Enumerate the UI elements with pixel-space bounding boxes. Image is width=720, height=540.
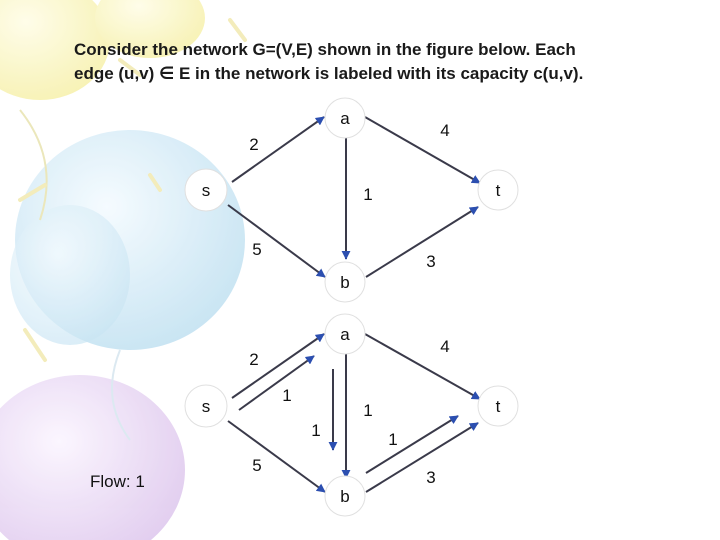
node-s: s xyxy=(184,168,228,212)
capacity-label-b-t: 3 xyxy=(426,252,435,271)
node-t: t xyxy=(477,169,519,211)
node-label: a xyxy=(340,109,350,128)
flow-value-s-a: 1 xyxy=(282,386,291,405)
flow-value-label: Flow: 1 xyxy=(90,472,145,491)
capacity-label-a-b: 1 xyxy=(363,185,372,204)
node-label: b xyxy=(340,487,349,506)
capacity-label-a-t: 4 xyxy=(440,337,449,356)
capacity-label-s-b: 5 xyxy=(252,240,261,259)
edge-b-t xyxy=(365,422,479,493)
capacity-label-a-b: 1 xyxy=(363,401,372,420)
problem-statement-line: edge (u,v) ∈ E in the network is labeled… xyxy=(74,64,584,83)
node-label: t xyxy=(496,181,501,200)
capacity-label-b-t: 3 xyxy=(426,468,435,487)
node-label: s xyxy=(202,181,211,200)
node-b: b xyxy=(324,261,366,303)
flow-graph: a s t b 2 4 1 5 3 1 1 1 xyxy=(184,313,519,517)
node-a: a xyxy=(324,313,366,355)
edge-a-t xyxy=(364,333,481,400)
edge-s-a xyxy=(231,116,325,183)
edge-b-t xyxy=(365,206,479,278)
flow-arrow-s-a xyxy=(238,355,315,411)
node-b: b xyxy=(324,475,366,517)
node-label: b xyxy=(340,273,349,292)
capacity-label-s-a: 2 xyxy=(249,135,258,154)
node-label: s xyxy=(202,397,211,416)
edge-s-b xyxy=(227,204,326,278)
flow-value-b-t: 1 xyxy=(388,430,397,449)
flow-arrow-b-t xyxy=(365,415,459,474)
problem-statement: Consider the network G=(V,E) shown in th… xyxy=(74,38,694,86)
problem-statement-line: Consider the network G=(V,E) shown in th… xyxy=(74,40,576,59)
node-s: s xyxy=(184,384,228,428)
node-t: t xyxy=(477,385,519,427)
flow-value-a-b: 1 xyxy=(311,421,320,440)
edge-s-b xyxy=(227,420,326,493)
node-a: a xyxy=(324,97,366,139)
capacity-label-a-t: 4 xyxy=(440,121,449,140)
node-label: t xyxy=(496,397,501,416)
node-label: a xyxy=(340,325,350,344)
capacity-label-s-a: 2 xyxy=(249,350,258,369)
edge-s-a xyxy=(231,333,325,399)
network-graph: a s t b 2 4 1 5 3 xyxy=(184,97,519,303)
capacity-label-s-b: 5 xyxy=(252,456,261,475)
edge-a-t xyxy=(364,116,481,184)
